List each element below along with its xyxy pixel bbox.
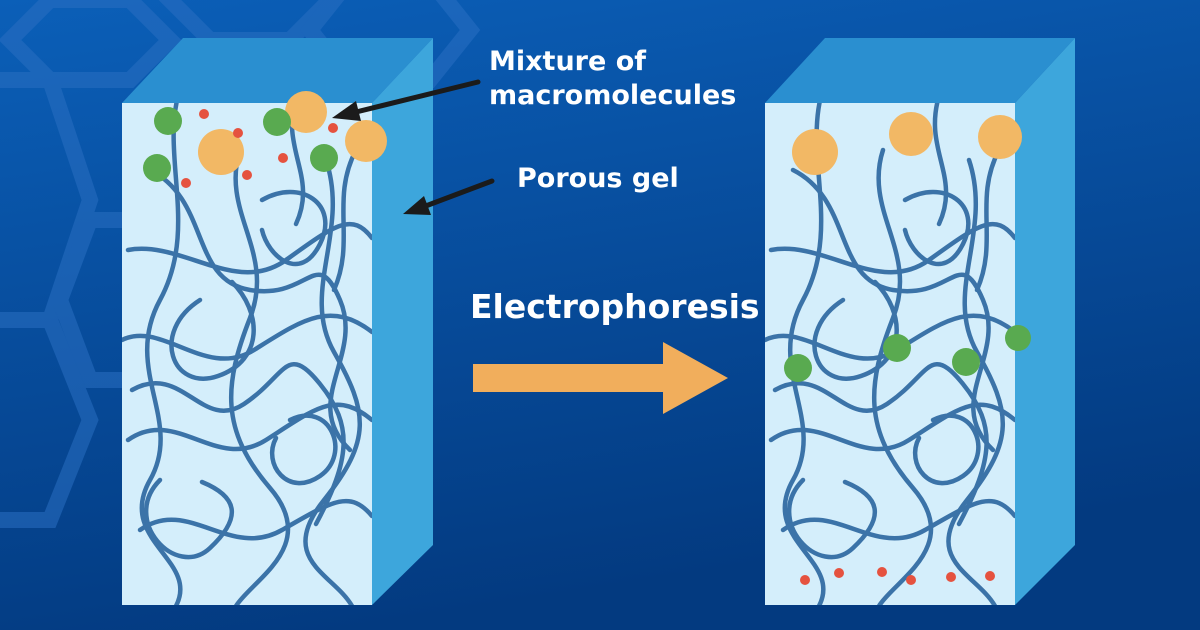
medium-molecule — [1005, 325, 1031, 351]
large-molecule — [792, 129, 838, 175]
polymer-network — [122, 103, 372, 605]
small-molecules — [800, 567, 995, 585]
gel-top-face — [122, 38, 433, 103]
small-molecules — [181, 109, 338, 188]
small-molecule — [985, 571, 995, 581]
gel-block-after — [765, 38, 1075, 605]
pointer-arrow-icon — [403, 178, 495, 215]
small-molecule — [946, 572, 956, 582]
small-molecule — [906, 575, 916, 585]
large-molecule — [889, 112, 933, 156]
medium-molecules — [784, 325, 1031, 382]
medium-molecule — [154, 107, 182, 135]
small-molecule — [877, 567, 887, 577]
large-molecules — [792, 112, 1022, 175]
polymer-network — [765, 103, 1015, 605]
large-molecules — [198, 91, 387, 175]
small-molecule — [199, 109, 209, 119]
callout-gel-label: Porous gel — [517, 163, 679, 194]
small-molecule — [233, 128, 243, 138]
gel-side-face — [372, 38, 433, 605]
small-molecule — [328, 123, 338, 133]
medium-molecules — [143, 107, 338, 182]
small-molecule — [278, 153, 288, 163]
process-label: Electrophoresis — [470, 287, 760, 326]
pointer-arrow-icon — [332, 79, 481, 121]
large-molecule — [978, 115, 1022, 159]
large-molecule — [285, 91, 327, 133]
callout-mixture-line1: Mixture of — [489, 46, 646, 77]
medium-molecule — [784, 354, 812, 382]
medium-molecule — [263, 108, 291, 136]
medium-molecule — [310, 144, 338, 172]
medium-molecule — [143, 154, 171, 182]
gel-top-face — [765, 38, 1075, 103]
small-molecule — [181, 178, 191, 188]
small-molecule — [242, 170, 252, 180]
arrow-right-icon — [473, 342, 728, 414]
gel-side-face — [1015, 38, 1075, 605]
medium-molecule — [952, 348, 980, 376]
callout-mixture-line2: macromolecules — [489, 80, 737, 111]
large-molecule — [198, 129, 244, 175]
callout-mixture-label: Mixture of macromolecules — [489, 45, 736, 113]
small-molecule — [834, 568, 844, 578]
large-molecule — [345, 120, 387, 162]
small-molecule — [800, 575, 810, 585]
medium-molecule — [883, 334, 911, 362]
gel-block-before — [122, 38, 433, 605]
